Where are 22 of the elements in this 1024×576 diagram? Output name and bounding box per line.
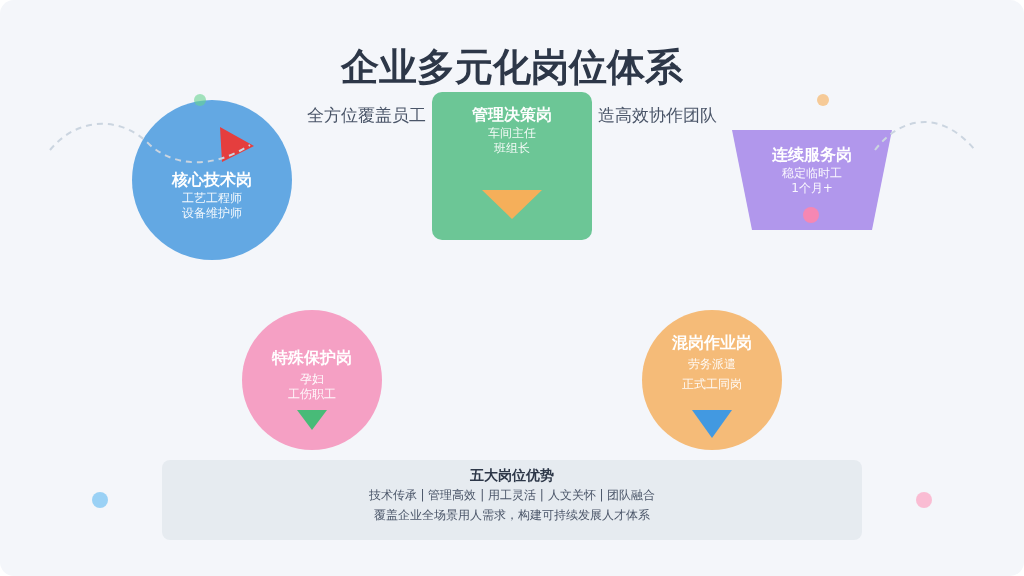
advantage-list: 技术传承 | 管理高效 | 用工灵活 | 人文关怀 | 团队融合 (368, 485, 656, 505)
subtitle-fragment: 全方位覆盖员工 (307, 104, 426, 126)
role-detail: 正式工同岗 (682, 376, 742, 393)
role-detail: 工艺工程师 (182, 191, 242, 206)
role-title: 连续服务岗 (772, 144, 852, 166)
page-title: 企业多元化岗位体系 (341, 44, 683, 90)
role-detail: 劳务派遣 (688, 356, 736, 373)
role-title: 特殊保护岗 (272, 347, 352, 369)
role-card (432, 92, 592, 240)
panel-heading: 五大岗位优势 (470, 466, 554, 485)
role-detail: 孕妇 (300, 372, 324, 387)
subtitle-fragment: 造高效协作团队 (598, 104, 717, 126)
panel-note: 覆盖企业全场景用人需求，构建可持续发展人才体系 (374, 507, 650, 524)
role-detail: 稳定临时工 (782, 166, 842, 181)
role-detail: 车间主任 (488, 126, 536, 141)
role-title: 管理决策岗 (472, 104, 552, 126)
role-title: 混岗作业岗 (672, 332, 752, 354)
role-detail: 工伤职工 (288, 387, 336, 402)
role-title: 核心技术岗 (172, 169, 252, 191)
role-detail: 设备维护师 (182, 206, 242, 221)
role-detail: 1个月+ (791, 181, 833, 196)
role-detail: 班组长 (494, 141, 530, 156)
